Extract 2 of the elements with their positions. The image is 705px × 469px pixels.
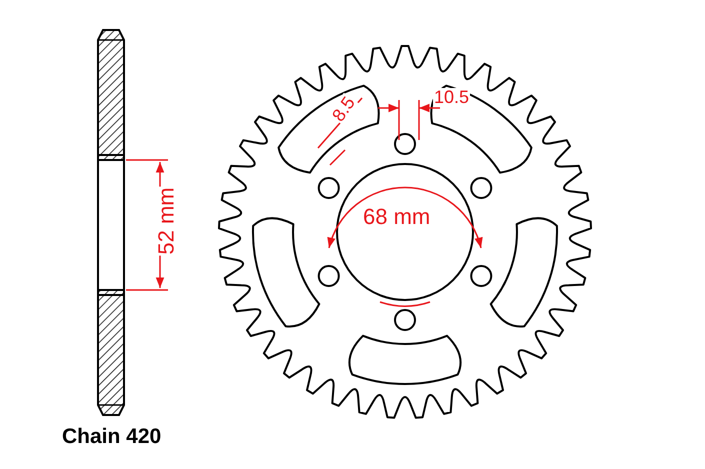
chain-size-label: Chain 420 xyxy=(62,426,162,447)
dimension-label: 10.5 xyxy=(433,88,470,106)
